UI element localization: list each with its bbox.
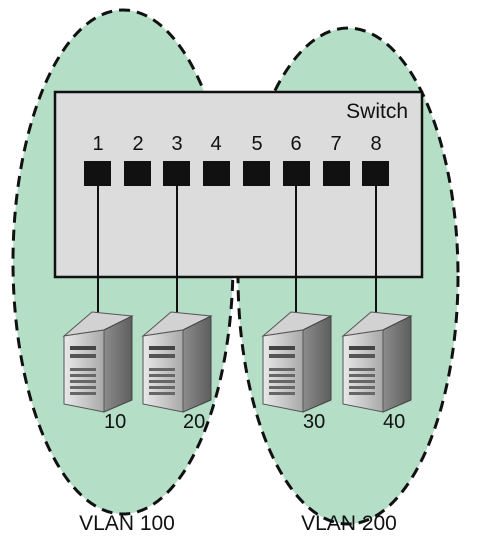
- server-icon: [62, 311, 134, 413]
- port-number: 3: [171, 133, 182, 155]
- switch-port: [124, 161, 151, 186]
- port-number: 1: [92, 133, 103, 155]
- switch-label: Switch: [346, 100, 408, 123]
- server-icon: [341, 311, 413, 413]
- port-number: 5: [251, 133, 262, 155]
- port-number: 2: [132, 133, 143, 155]
- server-icon: [141, 311, 213, 413]
- port-number: 4: [210, 133, 221, 155]
- switch-port: [84, 161, 111, 186]
- switch-port: [243, 161, 270, 186]
- switch-port: [203, 161, 230, 186]
- port-number: 7: [330, 133, 341, 155]
- vlan-100-label: VLAN 100: [79, 512, 175, 535]
- switch-port: [362, 161, 389, 186]
- switch-port: [163, 161, 190, 186]
- server-icon: [261, 311, 333, 413]
- host-label: 30: [303, 411, 325, 433]
- host-label: 10: [104, 411, 126, 433]
- host-label: 20: [183, 411, 205, 433]
- port-number: 6: [290, 133, 301, 155]
- port-number: 8: [370, 133, 381, 155]
- vlan-200-label: VLAN 200: [301, 512, 397, 535]
- switch-body: [53, 90, 424, 279]
- switch-port: [323, 161, 350, 186]
- host-label: 40: [383, 411, 405, 433]
- switch-port: [283, 161, 310, 186]
